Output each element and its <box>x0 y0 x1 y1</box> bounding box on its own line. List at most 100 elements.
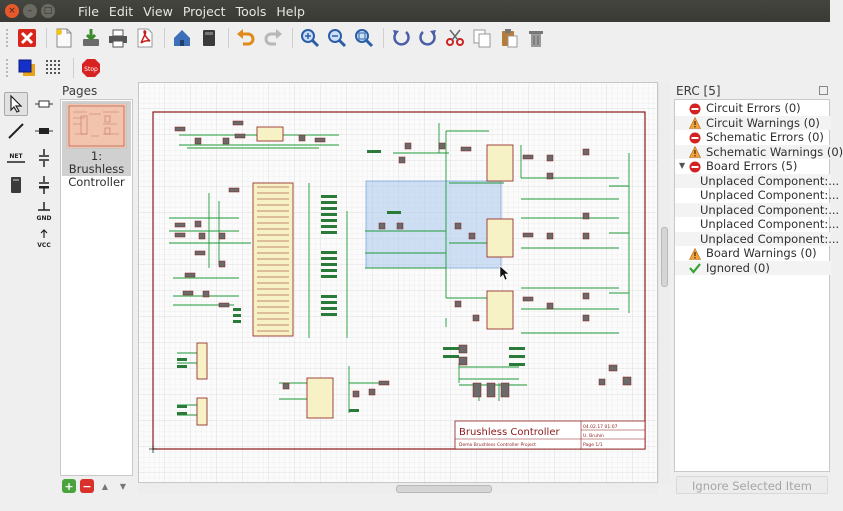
toolbar-grip[interactable] <box>6 59 10 77</box>
rotate-ccw-button[interactable] <box>390 27 412 49</box>
move-page-down-button[interactable]: ▼ <box>119 481 127 491</box>
move-page-up-button[interactable]: ▲ <box>101 481 109 491</box>
undo-icon <box>237 29 255 46</box>
toolbar-grip[interactable] <box>6 29 10 47</box>
erc-item-label: Unplaced Component:... <box>700 202 840 217</box>
erc-item-label: Schematic Errors (0) <box>706 130 824 144</box>
erc-item-unplaced-component[interactable]: Unplaced Component:... <box>675 188 839 203</box>
redo-button[interactable] <box>262 27 284 49</box>
close-document-button[interactable] <box>16 27 38 49</box>
erc-item-circuit-warnings[interactable]: Circuit Warnings (0) <box>675 115 831 130</box>
zoom-all-button[interactable] <box>353 27 375 49</box>
stop-button[interactable]: Stop <box>80 57 102 79</box>
erc-item-unplaced-component[interactable]: Unplaced Component:... <box>675 202 839 217</box>
board-editor-button[interactable] <box>198 27 220 49</box>
erc-item-circuit-errors[interactable]: Circuit Errors (0) <box>675 101 831 116</box>
ignore-selected-item-button[interactable]: Ignore Selected Item <box>676 476 828 494</box>
page-thumbnail <box>66 103 127 149</box>
schematic-contents: Brushless Controller Demo Brushless Cont… <box>149 111 646 453</box>
undo-button[interactable] <box>235 27 257 49</box>
add-resistor-tool[interactable] <box>32 119 56 143</box>
zoom-in-button[interactable] <box>299 27 321 49</box>
tool-palette: NET GND VCC <box>0 86 58 496</box>
zoom-out-icon <box>328 29 347 48</box>
control-panel-button[interactable] <box>171 27 193 49</box>
export-pdf-button[interactable] <box>134 27 156 49</box>
toolbar-separator <box>292 28 293 48</box>
new-page-button[interactable] <box>53 27 75 49</box>
menu-tools[interactable]: Tools <box>235 3 267 19</box>
erc-item-label: Ignored (0) <box>706 260 770 275</box>
add-component-tool[interactable] <box>32 92 56 116</box>
pages-list: 1: Brushless Controller <box>60 99 133 476</box>
error-icon <box>689 132 701 143</box>
vertical-scroll-thumb[interactable] <box>661 227 668 287</box>
select-tool[interactable] <box>4 92 28 116</box>
stop-label: Stop <box>84 66 98 73</box>
horizontal-scroll-thumb[interactable] <box>396 485 492 493</box>
erc-item-label: Board Errors (5) <box>706 159 798 173</box>
schematic-canvas[interactable]: Brushless Controller Demo Brushless Cont… <box>138 82 659 484</box>
canvas-horizontal-scrollbar[interactable] <box>138 484 658 494</box>
save-icon <box>83 29 99 46</box>
wire-icon <box>8 123 24 139</box>
remove-button[interactable] <box>525 27 547 49</box>
menu-edit[interactable]: Edit <box>108 3 134 19</box>
add-page-button[interactable]: + <box>62 479 76 493</box>
erc-item-unplaced-component[interactable]: Unplaced Component:... <box>675 173 839 188</box>
menu-help[interactable]: Help <box>276 3 305 19</box>
add-netlabel-tool[interactable]: NET <box>4 146 28 170</box>
erc-item-schematic-errors[interactable]: Schematic Errors (0) <box>675 130 831 145</box>
remove-page-button[interactable]: − <box>80 479 94 493</box>
menu-file[interactable]: File <box>78 3 99 19</box>
pointer-icon <box>10 94 23 113</box>
toolbar-separator <box>73 58 74 78</box>
menu-bar: × – □ File Edit View Project Tools Help <box>0 0 830 22</box>
erc-item-label: Unplaced Component:... <box>700 188 840 202</box>
print-button[interactable] <box>107 27 129 49</box>
page-item[interactable]: 1: Brushless Controller <box>62 101 131 189</box>
erc-item-schematic-warnings[interactable]: Schematic Warnings (0) <box>675 144 843 159</box>
erc-item-board-warnings[interactable]: Board Warnings (0) <box>675 246 831 261</box>
window-close-button[interactable]: × <box>5 4 19 18</box>
copy-button[interactable] <box>471 27 493 49</box>
zoom-out-button[interactable] <box>326 27 348 49</box>
new-page-icon <box>56 28 72 48</box>
check-icon <box>689 263 701 274</box>
erc-item-label: Circuit Errors (0) <box>706 101 801 115</box>
warning-icon <box>689 247 701 260</box>
draw-wire-tool[interactable] <box>4 119 28 143</box>
erc-item-unplaced-component[interactable]: Unplaced Component:... <box>675 217 839 232</box>
window-maximize-button[interactable]: □ <box>41 4 55 18</box>
error-icon <box>689 161 701 172</box>
schematic-drawing: Brushless Controller Demo Brushless Cont… <box>139 83 659 484</box>
toolbar-separator <box>46 28 47 48</box>
window-minimize-button[interactable]: – <box>23 4 37 18</box>
save-button[interactable] <box>80 27 102 49</box>
toolbar-separator <box>383 28 384 48</box>
erc-item-board-errors[interactable]: ▼ Board Errors (5) <box>675 159 831 174</box>
expand-arrow-icon[interactable]: ▼ <box>679 161 686 170</box>
menu-view[interactable]: View <box>143 3 173 19</box>
main-toolbar <box>0 22 830 54</box>
paste-button[interactable] <box>498 27 520 49</box>
rotate-cw-button[interactable] <box>417 27 439 49</box>
add-capacitor-tool[interactable] <box>32 146 56 170</box>
resistor-filled-icon <box>35 128 53 134</box>
erc-list: Circuit Errors (0) Circuit Warnings (0) … <box>674 99 843 472</box>
grid-settings-button[interactable] <box>43 57 65 79</box>
add-polarized-capacitor-tool[interactable] <box>32 173 56 197</box>
menu-project[interactable]: Project <box>182 3 226 19</box>
undock-icon[interactable] <box>819 86 828 95</box>
add-vcc-tool[interactable]: VCC <box>32 227 56 251</box>
canvas-vertical-scrollbar[interactable] <box>659 82 670 483</box>
resistor-icon <box>35 100 53 108</box>
erc-item-ignored[interactable]: Ignored (0) <box>675 260 831 275</box>
layer-color-button[interactable] <box>16 57 38 79</box>
chip-icon <box>203 30 215 46</box>
cut-button[interactable] <box>444 27 466 49</box>
add-ic-tool[interactable] <box>4 173 28 197</box>
add-gnd-tool[interactable]: GND <box>32 200 56 224</box>
erc-item-label: Unplaced Component:... <box>700 173 840 188</box>
erc-item-unplaced-component[interactable]: Unplaced Component:... <box>675 231 839 246</box>
